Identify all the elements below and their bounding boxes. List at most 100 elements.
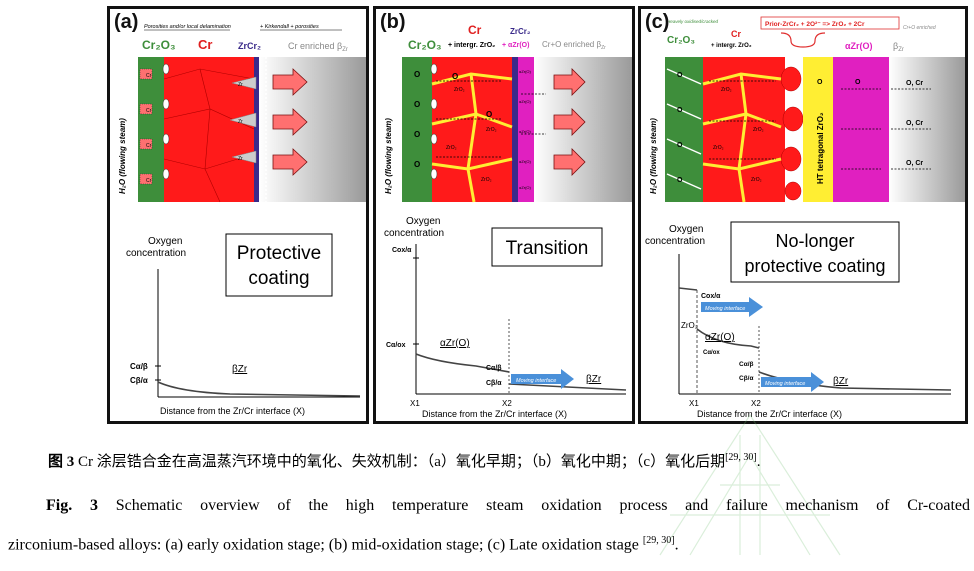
label-cr-sub: + intergr. ZrO₂ xyxy=(711,43,752,49)
caption-en-ref: [29, 30] xyxy=(642,535,675,546)
o-label-2: O xyxy=(677,107,683,114)
grain-label-4: Cr xyxy=(146,178,152,184)
zr-label-2: Zr xyxy=(238,119,243,125)
arrow-label: Moving interface xyxy=(516,378,556,384)
zro2-label-2: ZrO₂ xyxy=(753,127,764,133)
zrcr2-layer xyxy=(254,57,259,202)
side-label: H₂O (flowing steam) xyxy=(384,118,393,194)
box-text-1: Protective xyxy=(237,243,321,264)
y-tick-calpha-beta: Cα/β xyxy=(130,362,148,371)
zro2-label-3: ZrO₂ xyxy=(446,145,457,151)
x2-label: X2 xyxy=(751,399,761,408)
ylabel-oxygen: Oxygen xyxy=(669,224,703,235)
y-top-cox-alpha: Cox/α xyxy=(701,293,721,300)
plot-a: Oxygen concentration Protective coating … xyxy=(126,233,361,416)
plot-c: Oxygen concentration No-longer protectiv… xyxy=(645,221,952,419)
label-beta-sub: Zr xyxy=(898,47,904,53)
caption-cn-end: . xyxy=(756,454,761,470)
ylabel-oxygen: Oxygen xyxy=(406,216,440,227)
moving-interface-arrow-2 xyxy=(761,372,824,392)
box-text-2: protective coating xyxy=(744,256,885,276)
grain-label-2: Cr xyxy=(146,108,152,114)
tick-calpha-beta: Cα/β xyxy=(486,365,502,372)
zr-label-1: Zr xyxy=(238,82,243,88)
o-label-4: O xyxy=(677,177,683,184)
panel-label: (b) xyxy=(380,11,406,33)
label-right-top: Cr+O enriched xyxy=(903,25,936,31)
y-top-cox-alpha: Cox/α xyxy=(392,247,412,254)
phase-beta-zr: βZr xyxy=(232,364,248,375)
alpha-zr-label: αZr(O) xyxy=(705,332,735,343)
panel-b: O O O O O O ZrO₂ ZrO₂ ZrO₂ ZrO₂ αZr(O) α… xyxy=(373,6,635,424)
tick-cbeta-alpha: Cβ/α xyxy=(486,380,502,387)
label-beta: β xyxy=(893,41,898,51)
tick-calpha-ox: Cα/ox xyxy=(703,350,720,356)
x1-label: X1 xyxy=(410,399,420,408)
side-label: H₂O (flowing steam) xyxy=(118,118,127,194)
y-tick-calpha-ox: Cα/ox xyxy=(386,342,406,349)
side-label: H₂O (flowing steam) xyxy=(649,118,658,194)
alpha-label-1: αZr(O) xyxy=(519,69,532,74)
reaction-box xyxy=(760,16,900,30)
reaction-text: Prior-ZrCr₂ + 2O²⁻ => ZrO₂ + 2Cr xyxy=(765,21,865,28)
note-porosities: Porosities and/or local delamination xyxy=(144,24,231,30)
alpha-label-2: αZr(O) xyxy=(519,99,532,104)
o-label-2: O xyxy=(414,100,420,109)
moving-interface-arrow-1 xyxy=(701,297,763,317)
plot-b: Oxygen concentration Cox/α Transition Cα… xyxy=(384,216,627,419)
label-zrcr2: ZrCr₂ xyxy=(510,27,531,36)
xlabel: Distance from the Zr/Cr interface (X) xyxy=(422,409,567,419)
zr-label-3: Zr xyxy=(238,156,243,162)
x1-label: X1 xyxy=(689,399,699,408)
o-cr-label-1: O, Cr xyxy=(906,80,923,87)
x2-label: X2 xyxy=(502,399,512,408)
alpha-label-4: αZr(O) xyxy=(519,159,532,164)
o-label-5: O xyxy=(817,79,823,86)
phase-beta-zr: βZr xyxy=(586,374,602,385)
label-zrcr2: ZrCr₂ xyxy=(238,41,261,51)
ylabel-concentration: concentration xyxy=(126,248,186,259)
watermark-graphic xyxy=(659,413,841,556)
label-beta-sub: Zr xyxy=(342,47,348,53)
moving-interface-arrow xyxy=(511,369,574,389)
panel-label: (c) xyxy=(645,11,670,33)
o-label-6: O xyxy=(486,110,492,119)
cr-layer xyxy=(164,57,254,202)
note-oxidised: Heavely oxidised/cracked xyxy=(667,19,719,24)
caption-en-text-1: Schematic overview of the high temperatu… xyxy=(97,497,971,514)
o-label-4: O xyxy=(414,160,420,169)
box-text-2: coating xyxy=(248,268,309,289)
caption-cn-label: 图 3 xyxy=(48,454,75,470)
panel-c: O O O O O O ZrO₂ ZrO₂ ZrO₂ ZrO₂ O, Cr O,… xyxy=(638,6,968,424)
note-kirkendall: + Kirkendall + porosities xyxy=(260,24,319,30)
caption-cn-ref: [29, 30] xyxy=(725,452,757,463)
label-cr2o3: Cr₂O₃ xyxy=(408,38,442,52)
caption-cn-text: Cr 涂层锆合金在高温蒸汽环境中的氧化、失效机制：（a）氧化早期；（b）氧化中期… xyxy=(74,454,726,470)
alpha-label-3: αZr(O) xyxy=(519,129,532,134)
protective-box xyxy=(225,233,333,297)
o-cr-label-3: O, Cr xyxy=(906,160,923,167)
schematic-c: O O O O O O ZrO₂ ZrO₂ ZrO₂ ZrO₂ O, Cr O,… xyxy=(649,16,965,203)
schematic-a: Cr Cr Cr Cr Zr Zr Zr Porosities and/or l… xyxy=(118,24,366,203)
ylabel-concentration: concentration xyxy=(645,236,705,247)
zro2-label-1: ZrO₂ xyxy=(721,87,732,93)
phase-beta-zr: βZr xyxy=(833,376,849,387)
zro2-label-4: ZrO₂ xyxy=(751,177,762,183)
xlabel: Distance from the Zr/Cr interface (X) xyxy=(697,409,842,419)
label-cr: Cr xyxy=(198,37,212,52)
alpha-label-5: αZr(O) xyxy=(519,185,532,190)
label-zrcr2-sub: + αZr(O) xyxy=(502,42,529,49)
panel-a: Cr Cr Cr Cr Zr Zr Zr Porosities and/or l… xyxy=(107,6,369,424)
o-label-5: O xyxy=(452,72,458,81)
zro2-label-1: ZrO₂ xyxy=(454,87,465,93)
zro2-label-2: ZrO₂ xyxy=(486,127,497,133)
label-cr: Cr xyxy=(731,29,741,39)
caption-en-label: Fig. 3 xyxy=(46,497,98,514)
transition-box xyxy=(491,227,603,267)
caption-en-end: . xyxy=(674,536,679,554)
caption-english-line2: zirconium-based alloys: (a) early oxidat… xyxy=(8,535,974,554)
zro2-plot-label: ZrO₂ xyxy=(681,321,698,330)
label-cr2o3: Cr₂O₃ xyxy=(142,38,176,52)
label-beta: Cr enriched β xyxy=(288,41,342,51)
grain-label-1: Cr xyxy=(146,73,152,79)
